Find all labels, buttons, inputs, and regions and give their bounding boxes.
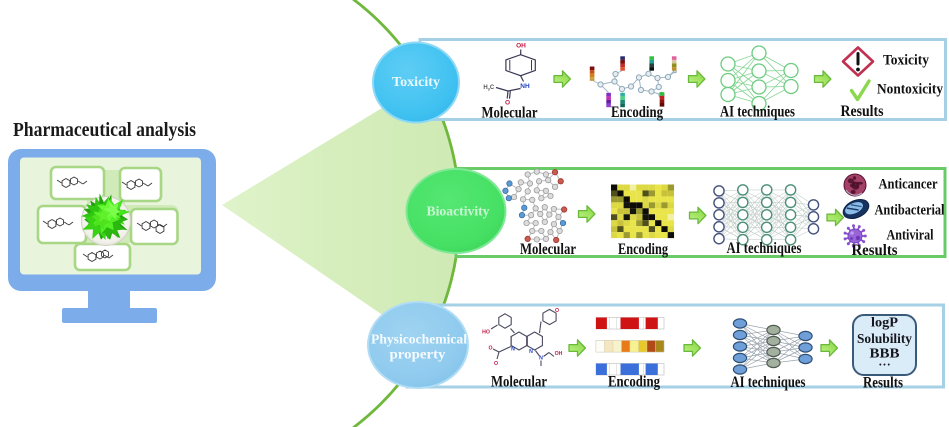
svg-text:BBB: BBB	[870, 346, 900, 361]
svg-text:3: 3	[488, 87, 491, 92]
svg-text:AI techniques: AI techniques	[731, 374, 806, 391]
svg-text:Results: Results	[863, 375, 903, 392]
svg-text:Anticancer: Anticancer	[879, 177, 938, 193]
svg-text:O: O	[505, 100, 510, 107]
svg-text:O: O	[488, 346, 492, 352]
svg-text:logP: logP	[871, 315, 898, 330]
svg-text:N: N	[539, 356, 543, 362]
svg-text:Molecular: Molecular	[520, 241, 576, 258]
svg-text:Bioactivity: Bioactivity	[427, 205, 490, 220]
svg-text:Encoding: Encoding	[608, 374, 660, 391]
svg-text:Molecular: Molecular	[491, 374, 547, 391]
svg-text:Solubility: Solubility	[857, 331, 912, 346]
svg-text:AI techniques: AI techniques	[720, 104, 795, 121]
svg-text:Molecular: Molecular	[482, 105, 538, 122]
svg-text:N: N	[529, 349, 533, 355]
svg-text:AI techniques: AI techniques	[727, 240, 802, 257]
svg-text:Toxicity: Toxicity	[883, 53, 929, 69]
svg-text:Nontoxicity: Nontoxicity	[877, 82, 943, 98]
svg-text:property: property	[390, 347, 446, 362]
svg-text:Pharmaceutical analysis: Pharmaceutical analysis	[13, 119, 196, 141]
svg-text:Toxicity: Toxicity	[392, 74, 440, 89]
svg-text:• • •: • • •	[879, 361, 890, 369]
svg-text:Antibacterial: Antibacterial	[875, 203, 945, 219]
svg-text:Results: Results	[852, 242, 898, 259]
svg-text:OH: OH	[516, 43, 526, 50]
svg-text:OH: OH	[555, 351, 563, 357]
svg-text:O: O	[555, 308, 559, 314]
svg-text:Encoding: Encoding	[611, 104, 663, 121]
svg-text:H: H	[483, 85, 487, 91]
svg-text:C: C	[490, 85, 495, 91]
svg-text:Encoding: Encoding	[618, 241, 668, 258]
svg-text:HO: HO	[482, 330, 490, 336]
svg-text:NH: NH	[520, 83, 530, 90]
svg-text:Physicochemical: Physicochemical	[371, 332, 467, 347]
svg-text:O: O	[494, 361, 498, 367]
svg-text:Results: Results	[841, 103, 884, 120]
svg-text:Antiviral: Antiviral	[887, 228, 934, 244]
svg-text:N: N	[511, 347, 515, 353]
